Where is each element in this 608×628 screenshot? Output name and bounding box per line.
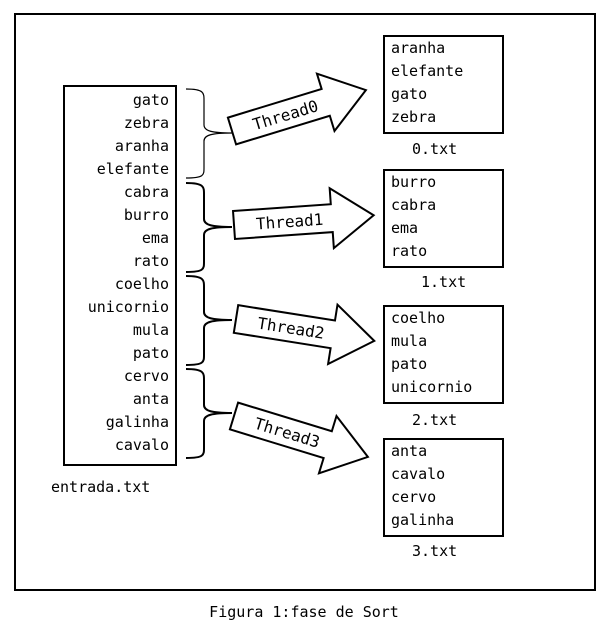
brace-group-1 — [185, 182, 233, 273]
output-file-box-2: coelho mula pato unicornio — [383, 305, 504, 404]
input-line: ema — [141, 229, 169, 247]
output-line: burro — [391, 173, 437, 191]
arrow-thread3: Thread3 — [228, 401, 370, 475]
output-line: zebra — [391, 108, 437, 126]
input-line: aranha — [114, 137, 169, 155]
input-line: galinha — [105, 413, 169, 431]
output-file-name-0: 0.txt — [412, 140, 458, 158]
output-file-box-0: aranha elefante gato zebra — [383, 35, 504, 134]
input-line: cavalo — [114, 436, 169, 454]
output-line: galinha — [391, 511, 455, 529]
input-line: mula — [132, 321, 169, 339]
input-line: cervo — [123, 367, 169, 385]
output-line: ema — [391, 219, 419, 237]
input-line: coelho — [114, 275, 169, 293]
output-file-name-1: 1.txt — [421, 273, 467, 291]
output-file-box-1: burro cabra ema rato — [383, 169, 504, 268]
input-line: rato — [132, 252, 169, 270]
input-line: cabra — [123, 183, 169, 201]
input-file-box: gato zebra aranha elefante cabra burro e… — [63, 85, 177, 466]
arrow-thread0: Thread0 — [226, 72, 368, 146]
output-line: mula — [391, 332, 428, 350]
brace-group-0 — [185, 88, 233, 179]
figure-caption: Figura 1:fase de Sort — [209, 603, 399, 621]
input-line: pato — [132, 344, 169, 362]
brace-group-3 — [185, 368, 233, 459]
output-line: cavalo — [391, 465, 446, 483]
input-line: burro — [123, 206, 169, 224]
output-line: pato — [391, 355, 428, 373]
output-line: cabra — [391, 196, 437, 214]
input-line: elefante — [96, 160, 169, 178]
thread1-label: Thread1 — [255, 210, 324, 234]
output-file-name-3: 3.txt — [412, 542, 458, 560]
output-line: cervo — [391, 488, 437, 506]
arrow-thread1: Thread1 — [231, 186, 376, 251]
input-line: zebra — [123, 114, 169, 132]
input-file-name: entrada.txt — [51, 478, 151, 496]
output-line: rato — [391, 242, 428, 260]
output-file-box-3: anta cavalo cervo galinha — [383, 438, 504, 537]
brace-group-2 — [185, 275, 233, 366]
output-line: anta — [391, 442, 428, 460]
input-line: unicornio — [87, 298, 169, 316]
input-line: anta — [132, 390, 169, 408]
arrow-thread2: Thread2 — [232, 302, 376, 366]
output-line: coelho — [391, 309, 446, 327]
output-line: elefante — [391, 62, 464, 80]
output-file-name-2: 2.txt — [412, 411, 458, 429]
figure-frame — [14, 13, 596, 591]
output-line: unicornio — [391, 378, 473, 396]
input-line: gato — [132, 91, 169, 109]
output-line: aranha — [391, 39, 446, 57]
output-line: gato — [391, 85, 428, 103]
